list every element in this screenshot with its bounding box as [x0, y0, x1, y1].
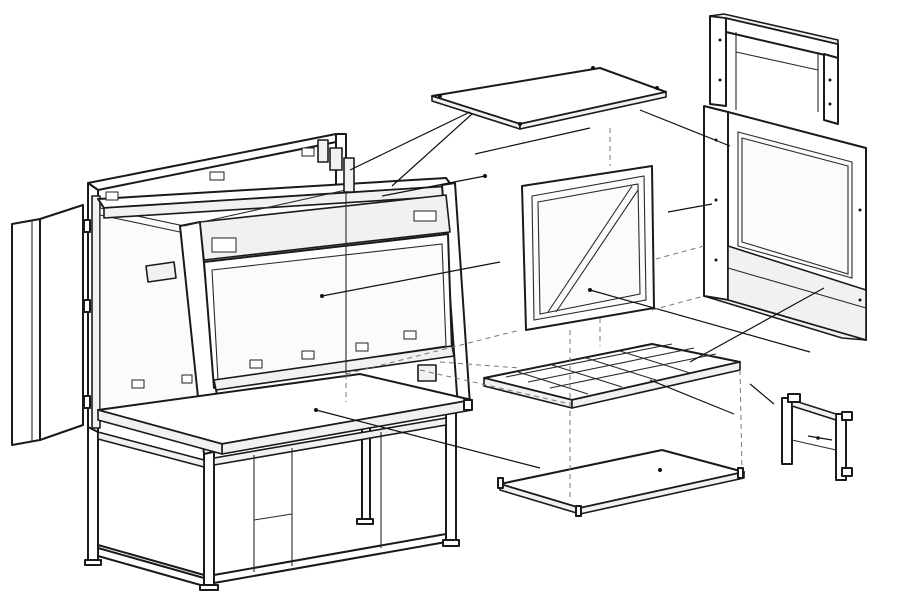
cabinet-body — [83, 133, 473, 455]
side-panel — [11, 204, 84, 446]
grille-tray — [483, 343, 741, 409]
filter-frame — [703, 105, 867, 341]
work-surface-plate — [497, 449, 745, 517]
alignment-lines — [345, 128, 743, 500]
leader-lines — [314, 109, 833, 469]
top-cover-plate — [431, 66, 667, 130]
hepa-filter — [521, 165, 655, 331]
support-stand — [84, 401, 460, 591]
small-bracket — [781, 393, 853, 481]
top-bracket-frame — [709, 13, 839, 125]
